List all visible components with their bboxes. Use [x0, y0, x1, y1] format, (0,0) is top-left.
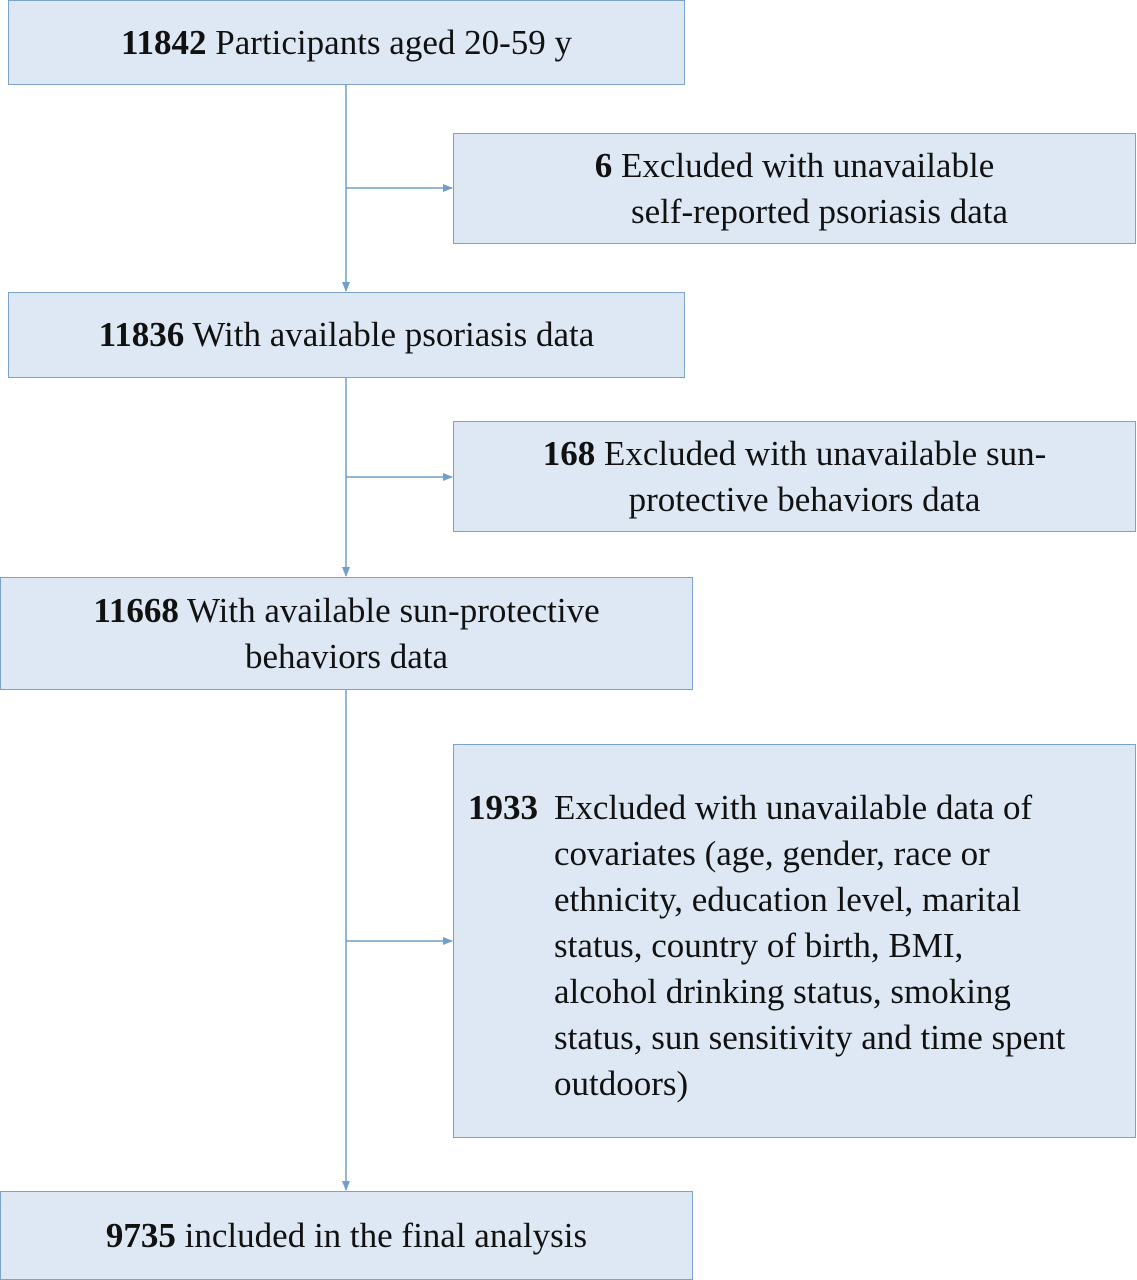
participants-text: Participants aged 20-59 y: [215, 22, 573, 62]
exclusion-covariates-content: 1933 Excluded with unavailable data of c…: [468, 785, 1065, 1107]
available-psoriasis-text: With available psoriasis data: [192, 315, 595, 354]
exclusion-covariates-line-7: outdoors): [554, 1064, 689, 1103]
participants-box: 11842 Participants aged 20-59 y: [8, 0, 685, 85]
exclusion-covariates-line-6: status, sun sensitivity and time spent: [554, 1018, 1066, 1057]
participants-line: 11842 Participants aged 20-59 y: [121, 20, 572, 66]
exclusion-covariates-count: 1933: [468, 788, 538, 827]
available-psoriasis-line: 11836 With available psoriasis data: [99, 312, 595, 358]
exclusion-psoriasis-box: 6 Excluded with unavailable self-reporte…: [453, 133, 1136, 244]
final-analysis-text: included in the final analysis: [184, 1215, 588, 1255]
exclusion-sun-line-1: 168 Excluded with unavailable sun-: [543, 431, 1046, 477]
available-sun-line-1: 11668 With available sun-protective: [93, 588, 599, 634]
available-sun-count: 11668: [93, 590, 179, 630]
exclusion-covariates-line-2: covariates (age, gender, race or: [554, 834, 990, 873]
exclusion-psoriasis-text-1: Excluded with unavailable: [621, 145, 995, 185]
available-sun-text-1: With available sun-protective: [187, 590, 600, 630]
exclusion-covariates-line-3: ethnicity, education level, marital: [554, 880, 1022, 919]
exclusion-covariates-box: 1933 Excluded with unavailable data of c…: [453, 744, 1136, 1138]
available-sun-box: 11668 With available sun-protective beha…: [0, 577, 693, 690]
exclusion-sun-text-2: protective behaviors data: [628, 479, 981, 519]
available-psoriasis-count: 11836: [98, 315, 185, 354]
available-sun-text-2: behaviors data: [244, 636, 449, 676]
available-psoriasis-box: 11836 With available psoriasis data: [8, 292, 685, 378]
exclusion-psoriasis-count: 6: [594, 145, 613, 185]
final-analysis-count: 9735: [105, 1215, 176, 1255]
exclusion-covariates-line-5: alcohol drinking status, smoking: [554, 972, 1011, 1011]
exclusion-covariates-line-1: Excluded with unavailable data of: [554, 788, 1033, 827]
exclusion-sun-text-1: Excluded with unavailable sun-: [604, 433, 1047, 473]
participants-count: 11842: [120, 22, 207, 62]
final-analysis-line: 9735 included in the final analysis: [106, 1213, 587, 1259]
exclusion-covariates-line-4: status, country of birth, BMI,: [554, 926, 964, 965]
exclusion-psoriasis-text-2: self-reported psoriasis data: [630, 191, 1009, 231]
final-analysis-box: 9735 included in the final analysis: [0, 1191, 693, 1280]
exclusion-sun-count: 168: [542, 433, 596, 473]
exclusion-psoriasis-line-1: 6 Excluded with unavailable: [595, 143, 994, 189]
exclusion-covariates-text: Excluded with unavailable data of covari…: [554, 785, 1065, 1107]
exclusion-sun-box: 168 Excluded with unavailable sun- prote…: [453, 421, 1136, 532]
